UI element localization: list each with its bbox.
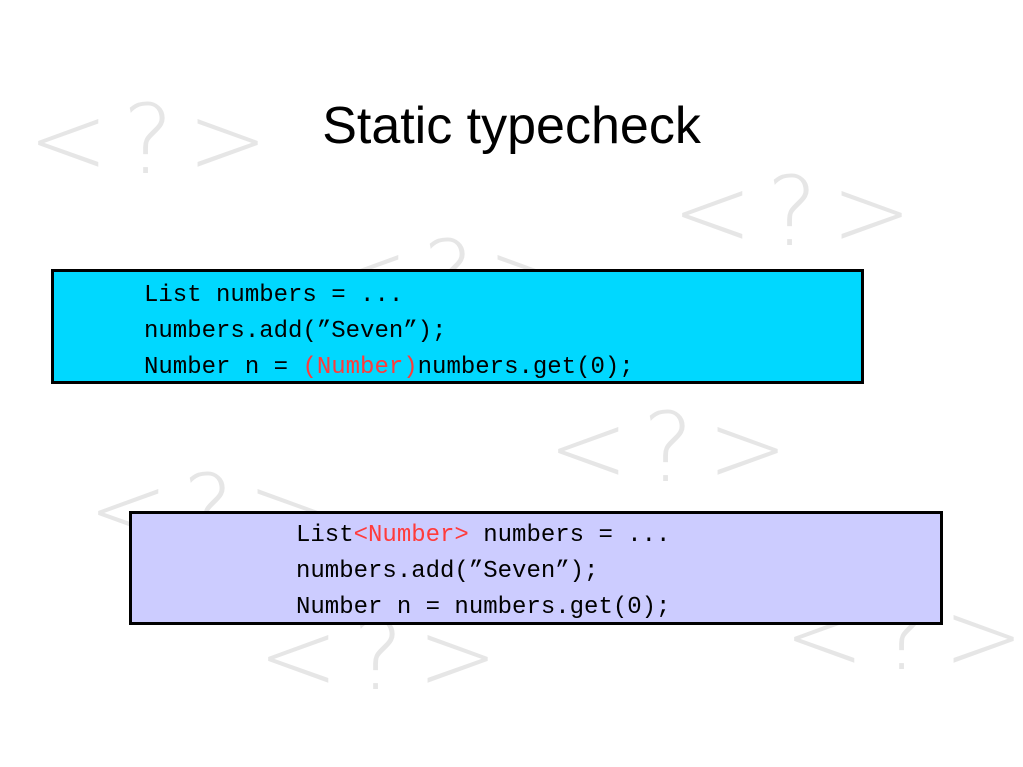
code-text: Number n = numbers.get(0); (296, 594, 671, 621)
code-block-generic-list: List<Number> numbers = ... numbers.add(”… (129, 511, 943, 625)
code-line: numbers.add(”Seven”); (144, 314, 861, 350)
watermark-glyph: <?> (28, 84, 282, 196)
code-line: Number n = (Number)numbers.get(0); (144, 350, 861, 386)
cast-highlight: (Number) (302, 354, 418, 381)
code-text: Number n = (144, 354, 303, 381)
code-line: Number n = numbers.get(0); (296, 590, 940, 626)
code-line: numbers.add(”Seven”); (296, 554, 940, 590)
code-line: List<Number> numbers = ... (296, 518, 940, 554)
code-text: numbers.get(0); (417, 354, 634, 381)
watermark-glyph: <?> (548, 392, 802, 504)
code-text: List numbers = ... (144, 282, 404, 309)
generic-highlight: <Number> (353, 522, 469, 549)
code-block-raw-list: List numbers = ... numbers.add(”Seven”);… (51, 269, 864, 384)
code-line: List numbers = ... (144, 278, 861, 314)
code-text: numbers = ... (468, 522, 671, 549)
code-text: numbers.add(”Seven”); (144, 318, 447, 345)
code-text: List (296, 522, 354, 549)
slide-title: Static typecheck (322, 97, 701, 155)
code-text: numbers.add(”Seven”); (296, 558, 599, 585)
watermark-glyph: <?> (672, 156, 926, 268)
